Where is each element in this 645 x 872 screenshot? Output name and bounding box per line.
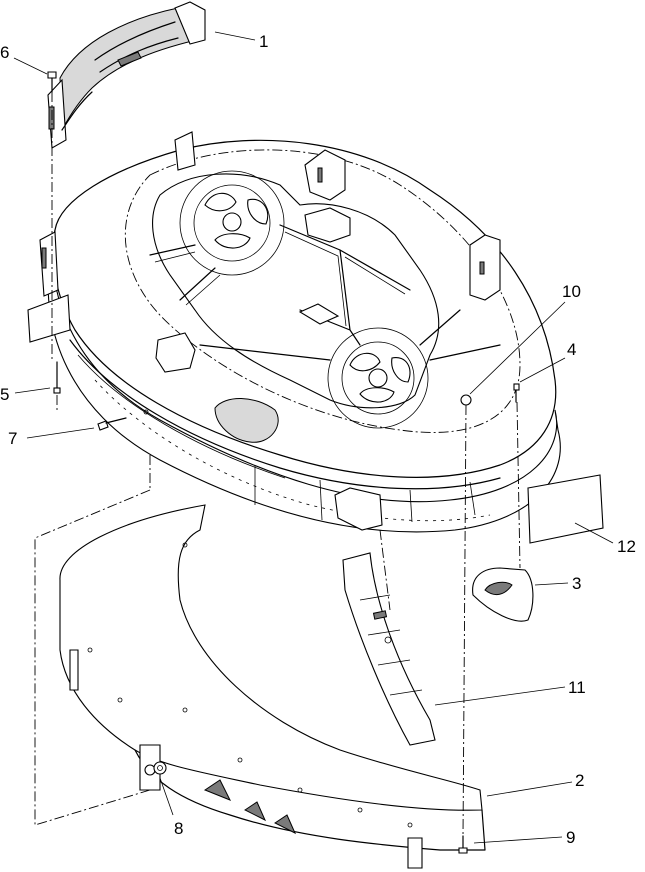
leader-lines bbox=[13, 31, 614, 844]
callout-4: 4 bbox=[567, 340, 576, 359]
deck-housing bbox=[27, 131, 561, 533]
callout-2: 2 bbox=[575, 771, 584, 790]
part-11-blade bbox=[342, 552, 436, 746]
callout-7: 7 bbox=[8, 429, 17, 448]
part-12-decal bbox=[527, 474, 604, 544]
callout-11: 11 bbox=[568, 678, 586, 697]
callout-6: 6 bbox=[0, 43, 9, 62]
callout-9: 9 bbox=[566, 828, 575, 847]
part-6-bolt bbox=[47, 71, 57, 93]
alignment-lines bbox=[34, 92, 521, 837]
part-2-baffle bbox=[59, 504, 486, 869]
part-9-bolt bbox=[458, 835, 468, 854]
deck-brackets bbox=[155, 131, 501, 373]
callout-5: 5 bbox=[0, 385, 9, 404]
part-3-chute bbox=[472, 567, 534, 622]
part-10-nut bbox=[460, 394, 472, 406]
part-1-cover bbox=[47, 1, 206, 149]
part-7-bolt bbox=[97, 409, 149, 431]
callout-3: 3 bbox=[572, 574, 581, 593]
part-4-bolt bbox=[513, 383, 520, 403]
callout-labels: 1 2 3 4 5 6 7 8 9 10 11 12 bbox=[0, 32, 636, 847]
right-pulley bbox=[327, 327, 429, 429]
left-pulley bbox=[179, 170, 285, 276]
part-8-nut bbox=[153, 761, 167, 775]
part-5-bolt bbox=[53, 361, 61, 394]
callout-12: 12 bbox=[617, 537, 636, 556]
callout-10: 10 bbox=[562, 282, 581, 301]
callout-8: 8 bbox=[174, 819, 183, 838]
callout-1: 1 bbox=[259, 32, 268, 51]
